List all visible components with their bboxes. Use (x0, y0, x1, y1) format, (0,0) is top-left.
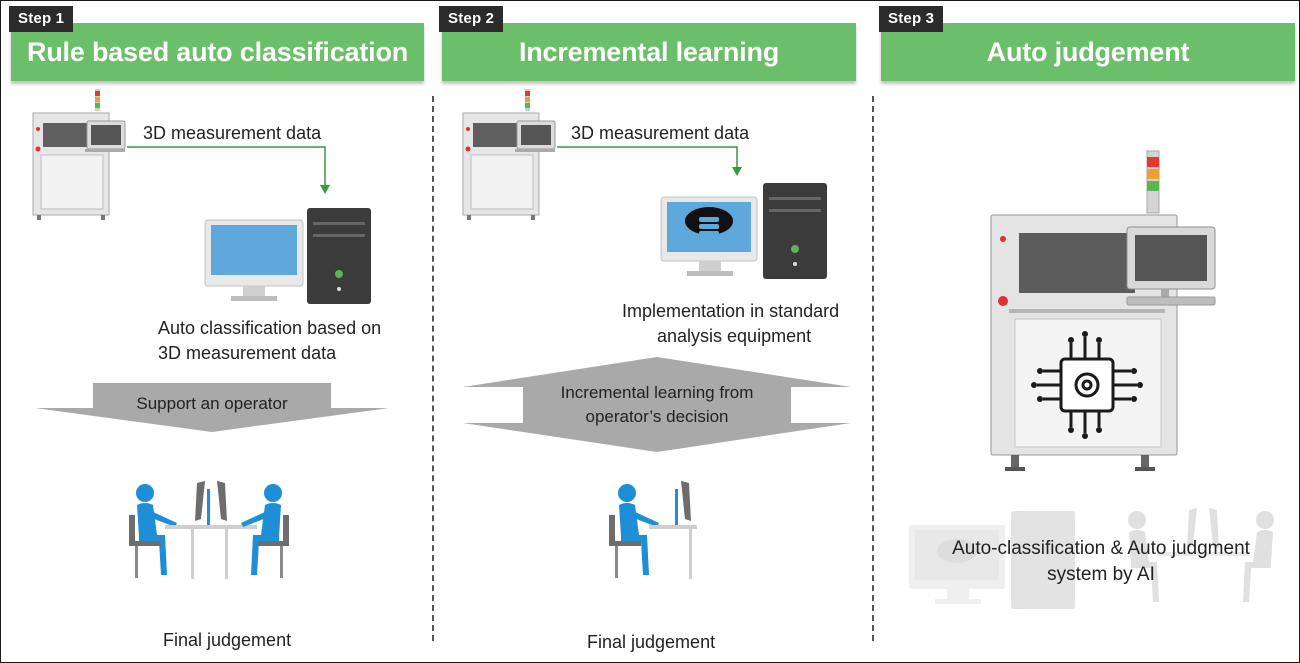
step2-title: Incremental learning (518, 36, 780, 67)
step2-arrow-label-line2: operator’s decision (585, 407, 729, 426)
step2-description-line2: analysis equipment (657, 326, 812, 346)
step3-banner: Auto judgement (881, 23, 1295, 81)
step1-result: Final judgement (163, 630, 292, 650)
step3-tag: Step 3 (879, 6, 944, 32)
step2-banner: Incremental learning (442, 23, 856, 81)
step1-description-line2: 3D measurement data (158, 343, 337, 363)
step1-arrow-label: Support an operator (136, 394, 288, 413)
faded-computer-icon (909, 511, 1075, 609)
ai-chip-icon (1037, 337, 1137, 433)
operator-icon (609, 481, 697, 579)
step1-title: Rule based auto classification (26, 36, 409, 67)
inspection-machine-icon (32, 89, 126, 220)
computer-icon (204, 208, 371, 304)
step1-data-label: 3D measurement data (143, 123, 322, 143)
step2-tag: Step 2 (439, 6, 504, 32)
step2-data-label: 3D measurement data (571, 123, 750, 143)
inspection-machine-icon-2 (462, 89, 556, 220)
two-operators-icon (129, 481, 289, 579)
analysis-computer-icon (660, 183, 827, 279)
ai-inspection-machine-icon (990, 150, 1216, 471)
step3-description-line1: Auto-classification & Auto judgment (952, 538, 1250, 559)
step1-banner: Rule based auto classification (11, 23, 424, 81)
step2-data-arrow (557, 146, 742, 176)
step1-data-arrow (127, 146, 330, 194)
step3-description-line2: system by AI (1047, 564, 1155, 585)
step2-arrow-label-line1: Incremental learning from (560, 383, 754, 402)
step1-support-arrow (35, 383, 389, 432)
step2-result: Final judgement (587, 632, 716, 652)
step2-double-arrow (463, 357, 851, 452)
step1-tag: Step 1 (9, 6, 74, 32)
faded-operators-icon (1128, 508, 1274, 602)
step1-description-line1: Auto classification based on (158, 318, 382, 338)
divider-step2-step3 (872, 96, 874, 641)
step2-description-line1: Implementation in standard (622, 301, 840, 321)
step3-title: Auto judgement (986, 36, 1190, 67)
divider-step1-step2 (432, 96, 434, 641)
